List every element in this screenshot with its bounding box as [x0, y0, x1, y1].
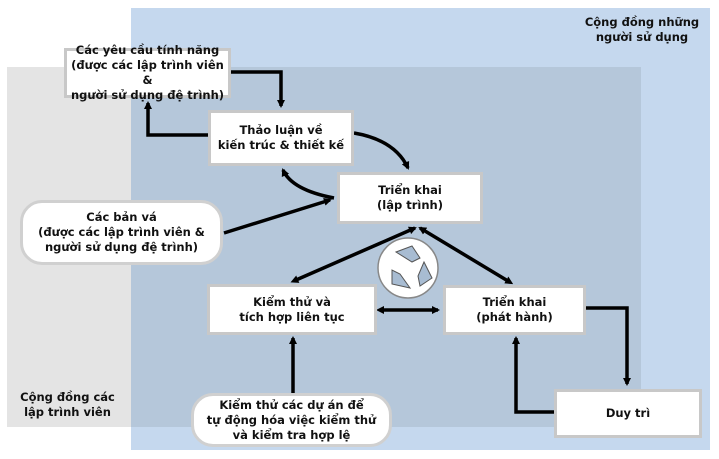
recycle-icon: [377, 237, 439, 299]
arrow-testing-impl: [290, 226, 417, 283]
arrow-patches-to-impl: [223, 197, 332, 235]
arrow-release-impl: [418, 226, 514, 285]
testing-ci-box: Kiểm thử và tích hợp liên tục: [207, 284, 377, 335]
arrow-release-to-maintenance: [586, 306, 631, 386]
feature-requests-box: Các yêu cầu tính năng (được các lập trìn…: [64, 43, 231, 102]
implementation-coding-box: Triển khai (lập trình): [337, 172, 483, 224]
patches-box: Các bản vá (được các lập trình viên & ng…: [20, 200, 223, 265]
arrow-discussion-to-features: [144, 101, 208, 137]
arrow-impl-to-discussion: [281, 168, 335, 200]
developers-community-label: Cộng đồng các lập trình viên: [20, 390, 115, 419]
arrow-maintenance-to-release: [512, 336, 554, 414]
test-projects-box: Kiểm thử các dự án để tự động hóa việc k…: [191, 393, 392, 447]
arrow-discussion-to-impl: [353, 131, 410, 170]
arrow-features-to-discussion: [228, 70, 285, 108]
users-community-label: Cộng đồng những người sử dụng: [584, 15, 700, 44]
release-box: Triển khai (phát hành): [443, 285, 586, 335]
maintenance-box: Duy trì: [554, 389, 702, 438]
design-discussion-box: Thảo luận về kiến trúc & thiết kế: [208, 110, 354, 166]
